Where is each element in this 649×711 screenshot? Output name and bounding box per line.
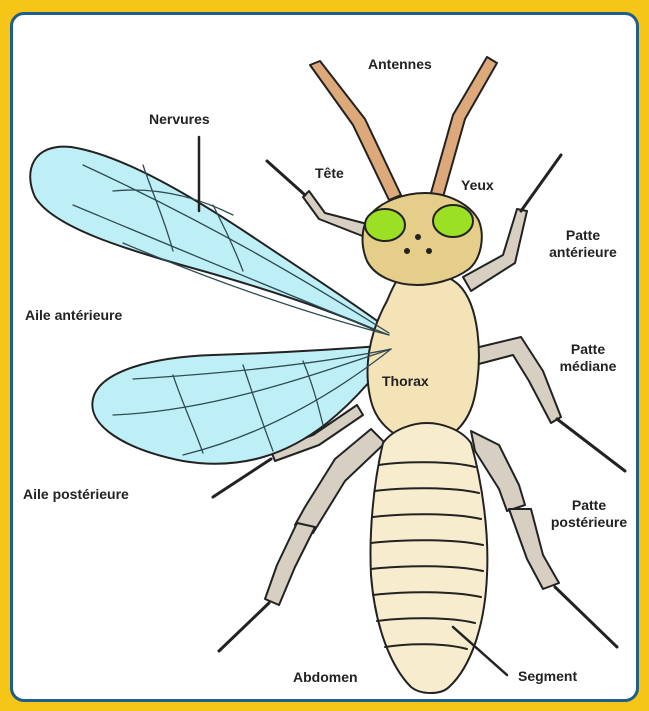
right-antenna bbox=[431, 57, 497, 197]
ocellus bbox=[415, 234, 421, 240]
left-foreleg-tarsus bbox=[267, 161, 305, 195]
label-patte-posterieure: Patte postérieure bbox=[543, 497, 635, 531]
thorax bbox=[368, 272, 479, 443]
label-aile-posterieure: Aile postérieure bbox=[23, 486, 129, 503]
label-yeux: Yeux bbox=[461, 177, 494, 194]
right-midleg-tarsus bbox=[557, 419, 625, 471]
left-midleg-tarsus bbox=[213, 459, 271, 497]
label-nervures: Nervures bbox=[149, 111, 210, 128]
right-foreleg-tarsus bbox=[521, 155, 561, 211]
label-tete: Tête bbox=[315, 165, 344, 182]
label-patte-posterieure-line1: Patte bbox=[543, 497, 635, 514]
insect-illustration bbox=[13, 15, 636, 699]
label-patte-mediane: Patte médiane bbox=[545, 341, 631, 375]
ocellus bbox=[404, 248, 410, 254]
diagram-frame: Antennes Nervures Tête Yeux Patte antéri… bbox=[10, 12, 639, 702]
label-aile-anterieure: Aile antérieure bbox=[25, 307, 122, 324]
label-patte-anterieure: Patte antérieure bbox=[531, 227, 635, 261]
right-hindleg-tarsus bbox=[555, 587, 617, 647]
label-patte-anterieure-line2: antérieure bbox=[531, 244, 635, 261]
label-patte-posterieure-line2: postérieure bbox=[543, 514, 635, 531]
label-abdomen: Abdomen bbox=[293, 669, 358, 686]
left-eye bbox=[365, 209, 405, 241]
label-patte-anterieure-line1: Patte bbox=[531, 227, 635, 244]
left-hindleg-tarsus bbox=[219, 603, 269, 651]
label-segment: Segment bbox=[518, 668, 577, 685]
right-eye bbox=[433, 205, 473, 237]
ocellus bbox=[426, 248, 432, 254]
label-antennes: Antennes bbox=[368, 56, 432, 73]
label-patte-mediane-line2: médiane bbox=[545, 358, 631, 375]
label-thorax: Thorax bbox=[382, 373, 429, 390]
label-patte-mediane-line1: Patte bbox=[545, 341, 631, 358]
left-foreleg bbox=[303, 191, 371, 237]
left-hindleg-tibia bbox=[265, 523, 315, 605]
